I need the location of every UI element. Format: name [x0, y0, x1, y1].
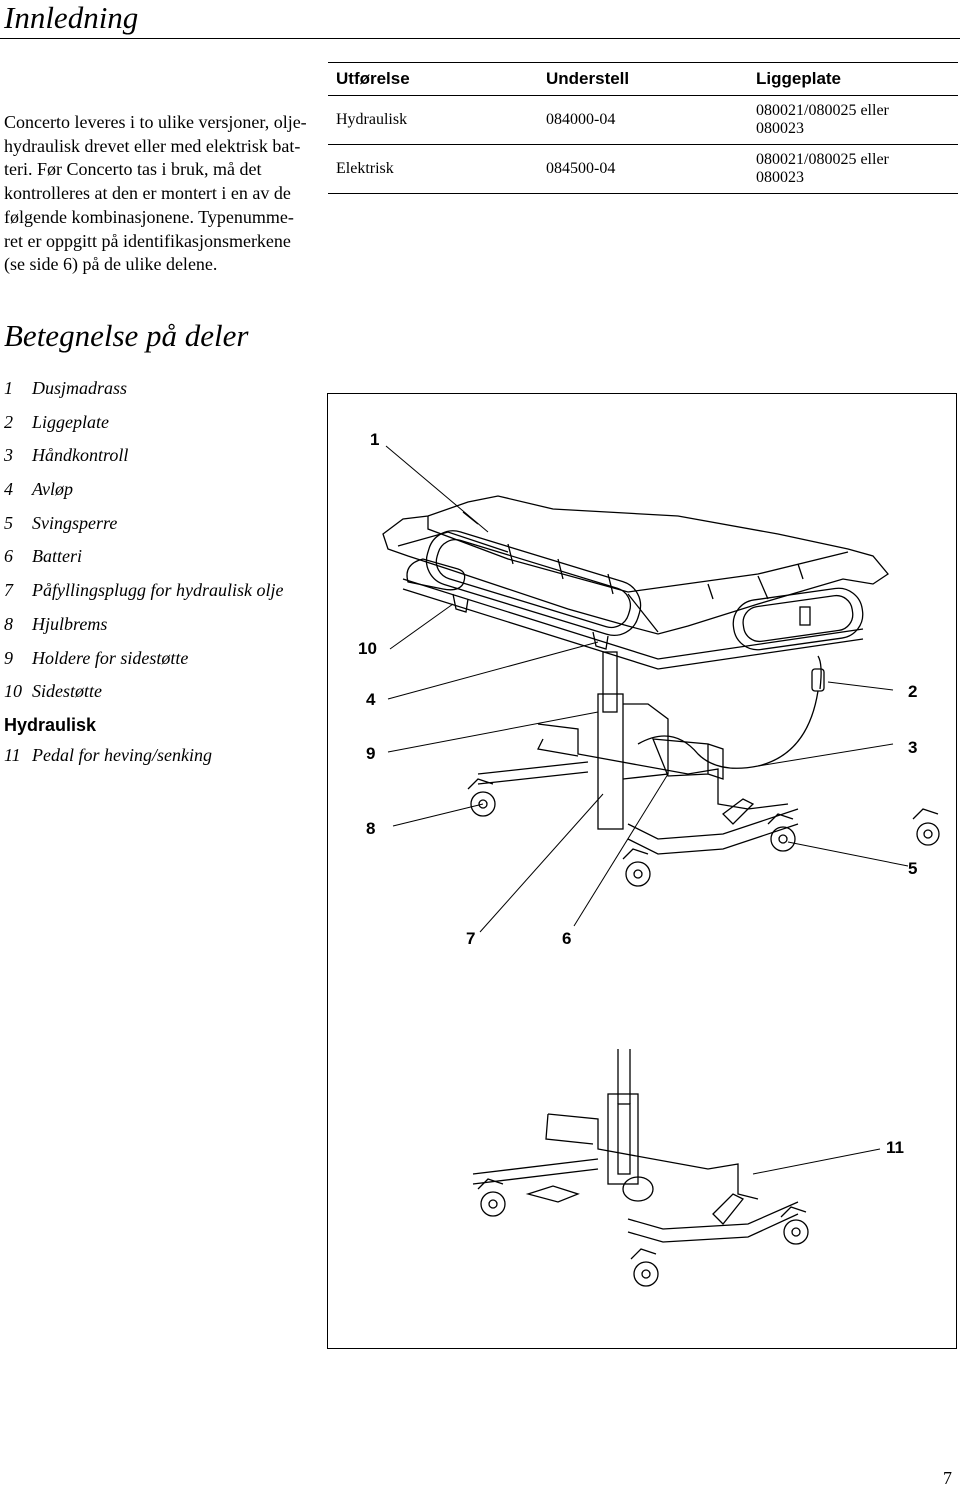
table-cell: 084500-04 [538, 144, 748, 194]
item-number: 3 [4, 445, 13, 466]
trolley-illustration [382, 495, 940, 887]
intro-line: ret er oppgitt på identifikasjonsmerkene [4, 230, 291, 251]
item-number: 7 [4, 580, 13, 601]
parts-figure: 1 10 4 9 8 7 6 5 2 3 11 [327, 393, 957, 1349]
callout-label: 10 [358, 639, 377, 658]
item-number: 4 [4, 479, 13, 500]
item-label: Pedal for heving/senking [32, 744, 212, 765]
item-number: 6 [4, 546, 13, 567]
item-number: 10 [4, 681, 22, 702]
item-label: Batteri [32, 546, 82, 567]
intro-line: kontrolleres at den er montert i en av d… [4, 183, 291, 204]
intro-line: følgende kombinasjonene. Typenumme- [4, 206, 294, 227]
table-row: Hydraulisk 084000-04 080021/080025 eller… [328, 95, 958, 145]
page-number: 7 [943, 1468, 952, 1488]
intro-line: (se side 6) på de ulike delene. [4, 254, 218, 275]
callout-label: 5 [908, 859, 918, 878]
version-table: Utførelse Understell Liggeplate Hydrauli… [328, 62, 958, 194]
item-label: Liggeplate [32, 411, 109, 432]
item-number: 1 [4, 378, 13, 398]
title-rule [0, 38, 960, 39]
column-header: Understell [538, 62, 748, 96]
callout-label: 6 [562, 929, 572, 948]
table-row: Elektrisk 084500-04 080021/080025 eller … [328, 144, 958, 194]
table-cell: Hydraulisk [328, 95, 538, 145]
parts-subheading: Hydraulisk [4, 714, 97, 735]
parts-title: Betegnelse på deler [4, 318, 249, 353]
item-label: Hjulbrems [32, 613, 108, 634]
item-label: Påfyllingsplugg for hydraulisk olje [32, 580, 284, 601]
callout-label: 1 [370, 430, 380, 449]
callout-label: 8 [366, 819, 376, 838]
hydraulic-base-illustration [472, 1049, 809, 1287]
table-header-row: Utførelse Understell Liggeplate [328, 62, 958, 96]
callout-label: 9 [366, 744, 376, 763]
item-label: Dusjmadrass [32, 378, 128, 398]
item-number: 2 [4, 411, 13, 432]
item-label: Håndkontroll [32, 445, 129, 466]
list-item: 4 Avløp [4, 479, 283, 513]
callout-leaders [385, 445, 909, 933]
column-header: Liggeplate [748, 62, 958, 96]
item-number: 5 [4, 512, 13, 533]
callout-leader-11 [752, 1148, 881, 1175]
intro-line: teri. Før Concerto tas i bruk, må det [4, 159, 262, 180]
list-item: 7 Påfyllingsplugg for hydraulisk olje [4, 580, 283, 614]
item-label: Sidestøtte [32, 681, 102, 702]
page-title: Innledning [4, 0, 139, 35]
shower-trolley-drawing [382, 445, 940, 1287]
callout-label: 11 [886, 1138, 904, 1157]
item-label: Svingsperre [32, 512, 118, 533]
list-item: 10 Sidestøtte [4, 681, 283, 715]
list-item: 8 Hjulbrems [4, 614, 283, 648]
list-item: 9 Holdere for sidestøtte [4, 648, 283, 682]
intro-line: hydraulisk drevet eller med elektrisk ba… [4, 135, 301, 156]
column-header: Utførelse [328, 62, 538, 96]
item-label: Holdere for sidestøtte [32, 647, 189, 668]
list-item: 6 Batteri [4, 546, 283, 580]
table-cell: 080021/080025 eller 080023 [748, 95, 958, 145]
list-item: 2 Liggeplate [4, 412, 283, 446]
list-item: 1 Dusjmadrass [4, 378, 283, 412]
item-number: 8 [4, 613, 13, 634]
parts-list: 1 Dusjmadrass 2 Liggeplate 3 Håndkontroll 4… [4, 378, 283, 779]
intro-line: Concerto leveres i to ulike versjoner, o… [4, 112, 307, 132]
callout-label: 7 [466, 929, 476, 948]
table-cell: Elektrisk [328, 144, 538, 194]
callout-label: 4 [366, 690, 376, 709]
callout-label: 2 [908, 682, 918, 701]
list-item: 11 Pedal for heving/senking [4, 745, 283, 779]
list-item: 5 Svingsperre [4, 513, 283, 547]
item-label: Avløp [32, 479, 73, 500]
intro-paragraph: Concerto leveres i to ulike versjoner, o… [4, 111, 307, 277]
list-item: 3 Håndkontroll [4, 445, 283, 479]
item-number: 11 [4, 744, 21, 765]
callout-label: 3 [908, 738, 918, 757]
table-cell: 080021/080025 eller 080023 [748, 144, 958, 194]
table-cell: 084000-04 [538, 95, 748, 145]
item-number: 9 [4, 647, 13, 668]
